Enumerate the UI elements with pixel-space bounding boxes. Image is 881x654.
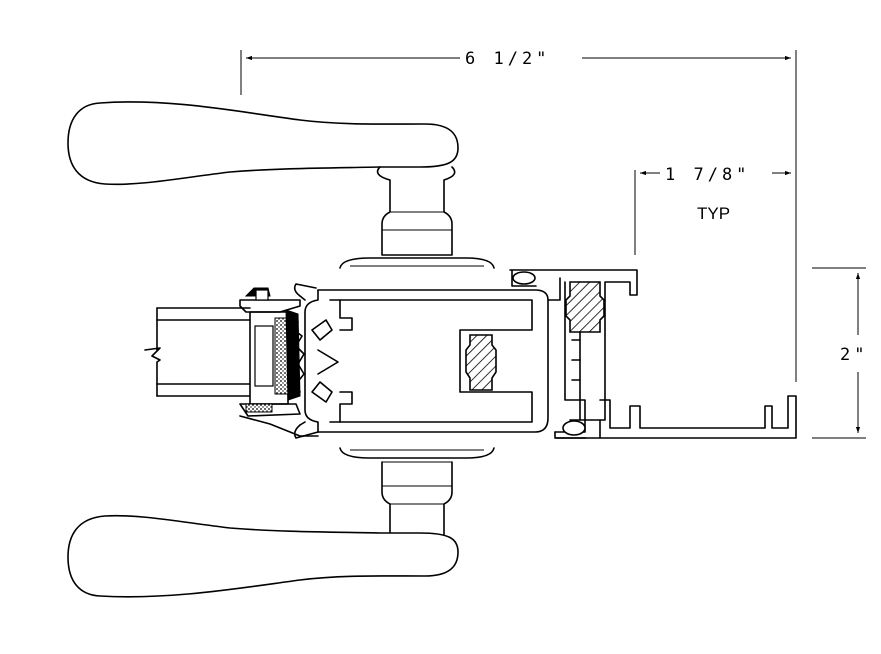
typ-note: TYP [697,204,730,223]
frame-depth-label: 1 7/8" [665,165,750,185]
glass-pane-icon [144,307,290,405]
lever-handle-top [67,101,495,269]
dimension-frame-height: 2" [812,267,868,439]
thermal-break-icon [465,334,497,391]
sash-extrusion [293,283,549,439]
lever-handle-icon-lower [67,514,459,598]
weatherstrip-icon [512,271,536,285]
lever-handle-icon [67,101,459,186]
weatherstrip-icon-lower [562,420,586,436]
thermal-break-frame [565,281,605,333]
overall-width-label: 6 1/2" [465,49,550,69]
frame-height-label: 2" [840,345,868,365]
lever-handle-bottom [67,447,495,598]
dimension-frame-depth: 1 7/8" TYP [634,165,791,255]
glazing-bead [239,287,319,437]
frame-extrusion [509,269,797,439]
dimension-overall-width: 6 1/2" [240,49,797,382]
